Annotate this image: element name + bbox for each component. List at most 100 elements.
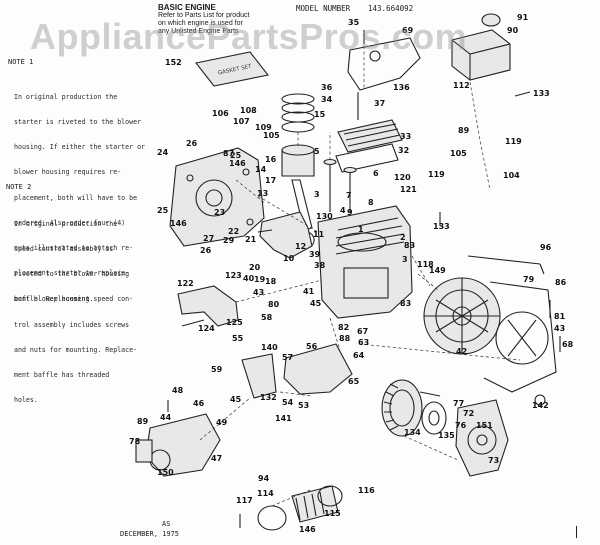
callout-82: 82 (338, 323, 349, 332)
callout-25: 25 (230, 151, 242, 160)
callout-21: 21 (245, 235, 257, 244)
callout-45: 45 (230, 395, 242, 404)
callout-40: 40 (243, 274, 255, 283)
callout-134: 134 (404, 428, 421, 437)
starter-cup-illustration (421, 401, 447, 435)
callout-124: 124 (198, 324, 215, 333)
note-2-line: holes. (14, 396, 38, 405)
note-1-line: starter is riveted to the blower (14, 118, 142, 127)
callout-120: 120 (394, 173, 411, 182)
assembly-guide-lines (199, 46, 521, 507)
callout-77: 77 (453, 399, 464, 408)
callout-42: 42 (456, 347, 467, 356)
model-number-label: MODEL NUMBER (296, 4, 351, 13)
callout-123: 123 (225, 271, 242, 280)
callout-152: 152 (165, 58, 182, 67)
callout-63: 63 (358, 338, 369, 347)
callout-76: 76 (455, 421, 467, 430)
callout-16: 16 (265, 155, 277, 164)
callout-133: 133 (433, 222, 450, 231)
callout-78: 78 (129, 437, 141, 446)
governor-rod-illustration (467, 255, 541, 265)
refer-line-2: on which engine is used for (158, 20, 243, 27)
callout-64: 64 (353, 351, 365, 360)
callout-26: 26 (200, 246, 212, 255)
callout-35: 35 (348, 18, 360, 27)
flywheel-illustration (423, 277, 501, 355)
governor-rod-hook (539, 263, 545, 275)
callout-141: 141 (275, 414, 292, 423)
callout-59: 59 (211, 365, 223, 374)
note-2-line: and nuts for mounting. Replace- (14, 345, 138, 354)
callout-43: 43 (253, 288, 264, 297)
callout-13: 13 (257, 189, 268, 198)
callout-136: 136 (393, 83, 410, 92)
intake-elbow-illustration (177, 285, 239, 327)
cylinder-head-illustration (335, 119, 403, 173)
callout-118: 118 (417, 260, 434, 269)
callout-32: 32 (398, 146, 409, 155)
engine-block-illustration (317, 205, 413, 319)
callout-22: 22 (228, 227, 239, 236)
callout-121: 121 (400, 185, 417, 194)
callout-41: 41 (303, 287, 315, 296)
note-1-line: ment blower housing. (14, 294, 94, 303)
piston-illustration (281, 144, 315, 177)
refer-line-3: any Unlisted Engine Parts (158, 28, 239, 35)
note-2-line: riveted to the blower housing (14, 270, 130, 279)
footer-initials: AS (162, 520, 171, 528)
callout-38: 38 (314, 261, 326, 270)
callout-83: 83 (404, 241, 415, 250)
callout-33: 33 (400, 132, 411, 141)
note-2-line: ment baffle has threaded (14, 371, 110, 380)
valves-illustration (323, 158, 357, 212)
callout-133: 133 (533, 89, 550, 98)
callout-104: 104 (503, 171, 520, 180)
callout-12: 12 (295, 242, 306, 251)
callout-57: 57 (282, 353, 293, 362)
callout-3: 3 (402, 255, 408, 264)
callout-119: 119 (428, 170, 445, 179)
callout-1: 1 (358, 225, 364, 234)
callout-105: 105 (450, 149, 467, 158)
callout-29: 29 (223, 236, 235, 245)
air-cleaner-illustration (257, 485, 343, 531)
callout-17: 17 (265, 176, 276, 185)
refer-line-1: Refer to Parts List for product (158, 12, 250, 19)
callout-67: 67 (357, 327, 368, 336)
crankshaft-illustration (259, 211, 313, 259)
note-2-line: speed control assembly is (14, 245, 114, 254)
piston-rings-illustration (281, 93, 315, 133)
callout-106: 106 (212, 109, 229, 118)
callout-69: 69 (402, 26, 414, 35)
callout-27: 27 (203, 234, 214, 243)
callout-68: 68 (562, 340, 574, 349)
note-1-line: placement, both will have to be (14, 193, 138, 202)
callout-108: 108 (240, 106, 257, 115)
callout-150: 150 (157, 468, 174, 477)
callout-149: 149 (429, 266, 446, 275)
callout-10: 10 (283, 254, 295, 263)
note-2-line: baffle. Replacement speed con- (14, 295, 134, 304)
callout-73: 73 (488, 456, 499, 465)
callout-44: 44 (160, 413, 172, 422)
callout-56: 56 (306, 342, 318, 351)
callout-96: 96 (540, 243, 552, 252)
note-1-title: NOTE 1 (8, 58, 34, 66)
callout-80: 80 (268, 300, 280, 309)
callout-146: 146 (170, 219, 187, 228)
callout-83: 83 (400, 299, 411, 308)
callout-20: 20 (249, 263, 261, 272)
callout-19: 19 (254, 275, 266, 284)
note-1-line: In original production the (14, 92, 118, 101)
callout-114: 114 (257, 489, 274, 498)
callout-151: 151 (476, 421, 493, 430)
callout-53: 53 (298, 401, 309, 410)
callout-125: 125 (226, 318, 243, 327)
note-1-line: nuts illustrated to attach re- (14, 244, 134, 253)
note-2-text: In original production the speed control… (14, 203, 137, 422)
gasket-set-packet: GASKET SET (195, 51, 269, 87)
muffler-illustration (451, 13, 511, 81)
